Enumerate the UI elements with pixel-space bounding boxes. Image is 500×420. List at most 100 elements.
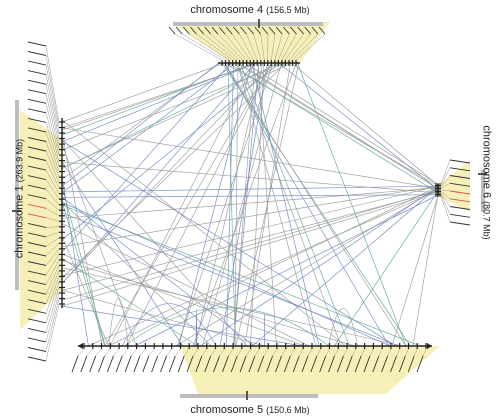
gene-label-glyph-278 (27, 327, 47, 333)
gene-label-connector-307 (440, 192, 451, 207)
gene-label-glyph-233 (27, 184, 47, 190)
linkage-line-46 (61, 119, 346, 347)
gene-label-connector-151 (325, 348, 330, 357)
gene-label-connector-241 (45, 217, 60, 222)
gene-label-connector-190 (45, 55, 60, 128)
gene-label-glyph-224 (27, 156, 47, 161)
linkage-line-6 (250, 62, 265, 347)
gene-label-glyph-167 (363, 355, 371, 373)
linkage-line-23 (237, 62, 342, 347)
gene-label-glyph-257 (27, 261, 47, 266)
gene-label-glyph-29 (232, 26, 240, 35)
linkage-line-81 (88, 190, 439, 347)
gene-label-glyph-299 (449, 182, 471, 187)
gene-label-glyph-176 (390, 355, 397, 373)
linkage-line-3 (178, 62, 253, 347)
gene-label-connector-118 (228, 348, 234, 357)
scale-bar-chr4 (173, 22, 323, 26)
gene-label-glyph-53 (290, 26, 297, 35)
chromosome-5-size: (150.6 Mb) (266, 405, 310, 415)
gene-label-glyph-20 (211, 26, 219, 35)
gene-label-glyph-215 (27, 127, 47, 133)
gene-label-glyph-269 (27, 299, 47, 305)
gene-label-connector-175 (396, 348, 400, 357)
gene-label-connector-28 (239, 33, 254, 61)
gene-label-connector-208 (45, 112, 60, 161)
gene-label-connector-148 (316, 348, 322, 357)
gene-label-connector-19 (217, 33, 244, 61)
gene-label-glyph-50 (282, 26, 290, 35)
linkage-line-90 (328, 308, 359, 347)
gene-label-glyph-137 (275, 355, 282, 373)
gene-label-connector-277 (45, 287, 60, 333)
gene-label-connector-181 (413, 348, 418, 357)
chromosome-4-label: chromosome 4 (156.5 Mb) (0, 4, 500, 17)
gene-label-connector-163 (360, 348, 365, 357)
linkage-line-92 (195, 308, 198, 347)
fan-right (438, 160, 470, 212)
gene-label-glyph-170 (372, 355, 380, 373)
linkage-line-36 (61, 62, 273, 284)
gene-label-connector-292 (440, 167, 451, 186)
gene-label-connector-7 (189, 33, 230, 61)
linkage-line-88 (175, 187, 439, 347)
gene-label-glyph-17 (204, 26, 212, 35)
gene-label-connector-301 (440, 189, 451, 192)
gene-label-connector-226 (45, 169, 60, 194)
gene-label-glyph-155 (328, 355, 335, 373)
gene-label-glyph-122 (230, 355, 238, 373)
gene-label-connector-268 (45, 270, 60, 304)
gene-label-glyph-245 (27, 222, 47, 228)
gene-label-glyph-188 (27, 41, 47, 47)
linkage-line-7 (221, 62, 411, 347)
gene-label-glyph-191 (27, 51, 47, 56)
gene-label-connector-94 (157, 348, 164, 357)
gene-label-connector-1 (174, 33, 223, 61)
gene-label-connector-22 (224, 33, 247, 61)
gene-label-connector-25 (231, 33, 251, 61)
gene-label-glyph-197 (27, 70, 47, 76)
gene-label-connector-280 (45, 292, 60, 342)
gene-label-glyph-161 (345, 355, 353, 373)
gene-label-connector-13 (203, 33, 237, 61)
linkage-line-69 (61, 185, 439, 193)
scale-bar-chr6-center (478, 173, 487, 175)
linkage-line-37 (61, 62, 287, 151)
gene-label-connector-133 (272, 348, 278, 357)
gene-label-connector-217 (45, 141, 60, 178)
gene-label-glyph-185 (416, 355, 424, 373)
linkage-line-59 (61, 305, 303, 347)
gene-label-glyph-5 (175, 26, 183, 35)
gene-label-connector-256 (45, 248, 60, 266)
gene-label-glyph-314 (449, 221, 471, 226)
linkage-line-41 (61, 62, 259, 131)
gene-label-glyph-83 (115, 355, 123, 373)
gene-label-glyph-302 (449, 190, 471, 195)
gene-label-connector-139 (290, 348, 295, 357)
gene-label-glyph-143 (292, 355, 300, 373)
gene-label-glyph-101 (168, 355, 176, 373)
linkage-line-82 (199, 186, 439, 347)
chromosome-1-size: (263.9 Mb) (14, 138, 25, 183)
gene-label-glyph-158 (336, 355, 344, 373)
gene-label-connector-61 (292, 33, 319, 61)
gene-label-glyph-242 (27, 213, 47, 219)
linkage-line-63 (61, 202, 391, 347)
fan-top (172, 22, 330, 63)
linkage-line-84 (391, 195, 439, 347)
gene-label-glyph-104 (177, 355, 185, 373)
linkage-line-55 (61, 212, 400, 347)
gene-label-connector-289 (440, 159, 451, 185)
gene-label-glyph-146 (301, 355, 309, 373)
gene-label-glyph-2 (168, 26, 176, 35)
gene-label-glyph-203 (27, 89, 47, 95)
gene-label-glyph-128 (248, 355, 256, 373)
scale-bar-chr5-center (246, 391, 248, 400)
gene-label-connector-250 (45, 237, 60, 247)
linkage-line-93 (121, 303, 217, 347)
gene-label-glyph-86 (124, 355, 132, 373)
linkage-line-4 (104, 62, 273, 347)
linkage-line-77 (278, 62, 439, 190)
gene-label-connector-196 (45, 74, 60, 139)
